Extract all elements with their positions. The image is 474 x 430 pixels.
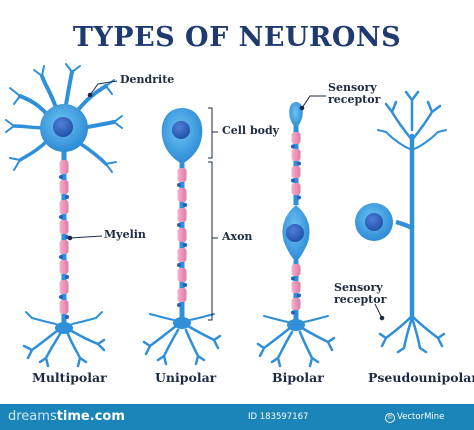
leader-lines <box>67 80 385 321</box>
footer-image-id: ID 183597167 <box>248 412 309 422</box>
node-of-ranvier <box>59 295 63 299</box>
sensory-receptor-top-label: Sensory receptor <box>328 82 380 106</box>
diagram-title: TYPES OF NEURONS <box>72 22 402 53</box>
myelin-segment <box>59 240 69 254</box>
node-of-ranvier <box>177 303 181 307</box>
myelin-segment <box>291 183 301 195</box>
node-of-ranvier <box>291 276 295 281</box>
myelin-segment <box>59 160 69 174</box>
bipolar-myelin <box>291 132 301 315</box>
multipolar-nucleus <box>53 117 73 137</box>
myelin-segment <box>177 268 187 282</box>
myelin-segment <box>177 188 187 202</box>
copyright-icon: © <box>385 413 395 423</box>
footer-bar: dreamstime.com ID 183597167 ©VectorMine <box>0 404 474 430</box>
node-of-ranvier <box>297 195 301 200</box>
dendrite-leader <box>89 80 118 96</box>
footer-copyright: ©VectorMine <box>385 412 444 423</box>
caption-bipolar: Bipolar <box>272 370 324 385</box>
myelin-segment <box>177 168 187 182</box>
myelin-segment <box>59 280 69 294</box>
myelin-segment <box>59 180 69 194</box>
pseudounipolar-central-branch <box>378 225 446 354</box>
node-of-ranvier <box>183 203 187 207</box>
footer-brand[interactable]: dreamstime.com <box>8 409 125 424</box>
caption-pseudounipolar: Pseudounipolar <box>368 370 474 385</box>
unipolar-neuron <box>142 108 222 366</box>
sensory-receptor-bottom-label: Sensory receptor <box>334 282 386 306</box>
unipolar-myelin <box>177 168 187 307</box>
brand-prefix: dreams <box>8 409 57 424</box>
sensory-receptor-bottom-line-1: Sensory <box>334 281 383 294</box>
node-of-ranvier <box>177 223 181 227</box>
myelin-segment <box>177 288 187 302</box>
myelin-segment <box>291 132 301 144</box>
node-of-ranvier <box>183 243 187 247</box>
myelin-segment <box>59 220 69 234</box>
node-of-ranvier <box>177 183 181 187</box>
multipolar-myelin <box>59 160 69 319</box>
sensory-receptor-top-leader <box>301 95 326 109</box>
node-of-ranvier <box>65 315 69 319</box>
myelin-segment <box>291 166 301 178</box>
bipolar-neuron <box>256 102 336 368</box>
unipolar-axon-terminal <box>142 313 222 366</box>
axon-bracket <box>208 161 218 321</box>
caption-unipolar: Unipolar <box>155 370 217 385</box>
node-of-ranvier <box>291 310 295 315</box>
bipolar-nucleus <box>286 224 304 242</box>
node-of-ranvier <box>59 175 63 179</box>
sensory-receptor-top-line-2: receptor <box>328 93 381 106</box>
pseudounipolar-peripheral-branch <box>377 90 447 231</box>
myelin-leader <box>69 235 103 239</box>
node-of-ranvier <box>291 144 295 149</box>
node-of-ranvier <box>65 195 69 199</box>
myelin-segment <box>59 260 69 274</box>
brand-suffix: time.com <box>56 409 125 424</box>
cell-body-bracket <box>208 107 218 159</box>
bipolar-sensory-receptor <box>289 102 303 128</box>
unipolar-nucleus <box>172 121 190 139</box>
myelin-segment <box>177 208 187 222</box>
axon-label: Axon <box>222 230 253 243</box>
myelin-segment <box>59 200 69 214</box>
myelin-label: Myelin <box>104 228 146 241</box>
myelin-segment <box>291 149 301 161</box>
myelin-segment <box>177 248 187 262</box>
bipolar-axon-terminal <box>256 315 336 368</box>
node-of-ranvier <box>177 263 181 267</box>
node-of-ranvier <box>291 178 295 183</box>
pseudounipolar-nucleus <box>365 213 383 231</box>
pseudounipolar-stalk <box>395 219 414 231</box>
cell-body-label: Cell body <box>222 124 280 137</box>
node-of-ranvier <box>297 293 301 298</box>
node-of-ranvier <box>297 161 301 166</box>
node-of-ranvier <box>59 215 63 219</box>
multipolar-axon-terminal <box>22 311 106 368</box>
myelin-segment <box>177 228 187 242</box>
myelin-segment <box>291 264 301 276</box>
sensory-receptor-top-line-1: Sensory <box>328 81 377 94</box>
node-of-ranvier <box>183 283 187 287</box>
pseudounipolar-neuron <box>355 90 447 354</box>
sensory-receptor-bottom-leader <box>374 303 383 319</box>
myelin-segment <box>59 300 69 314</box>
node-of-ranvier <box>65 275 69 279</box>
myelin-segment <box>291 298 301 310</box>
myelin-segment <box>291 281 301 293</box>
sensory-receptor-bottom-line-2: receptor <box>334 293 387 306</box>
node-of-ranvier <box>59 255 63 259</box>
caption-multipolar: Multipolar <box>32 370 107 385</box>
multipolar-neuron <box>5 63 123 368</box>
dendrite-label: Dendrite <box>120 73 175 86</box>
footer-author: VectorMine <box>397 412 445 422</box>
